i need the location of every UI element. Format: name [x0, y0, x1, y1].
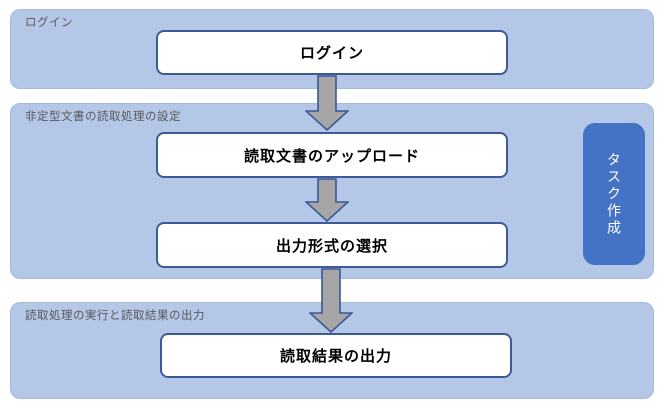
down-arrow-icon: [305, 75, 349, 131]
task-creation-badge: タスク作成: [583, 123, 645, 265]
section-login-title: ログイン: [25, 17, 73, 29]
step-result-output-label: 読取結果の出力: [279, 348, 392, 365]
step-output-format: 出力形式の選択: [156, 222, 508, 268]
down-arrow-icon: [309, 268, 353, 333]
down-arrow-icon: [305, 178, 349, 222]
step-upload-document: 読取文書のアップロード: [156, 132, 508, 178]
step-result-output: 読取結果の出力: [160, 333, 512, 378]
step-login: ログイン: [156, 30, 508, 75]
section-reading-setup-title: 非定型文書の読取処理の設定: [25, 111, 181, 123]
step-upload-document-label: 読取文書のアップロード: [243, 147, 420, 165]
task-creation-label: タスク作成: [606, 151, 622, 237]
section-result-output-title: 読取処理の実行と読取結果の出力: [25, 310, 205, 322]
step-output-format-label: 出力形式の選択: [275, 237, 388, 255]
step-login-label: ログイン: [299, 45, 364, 62]
